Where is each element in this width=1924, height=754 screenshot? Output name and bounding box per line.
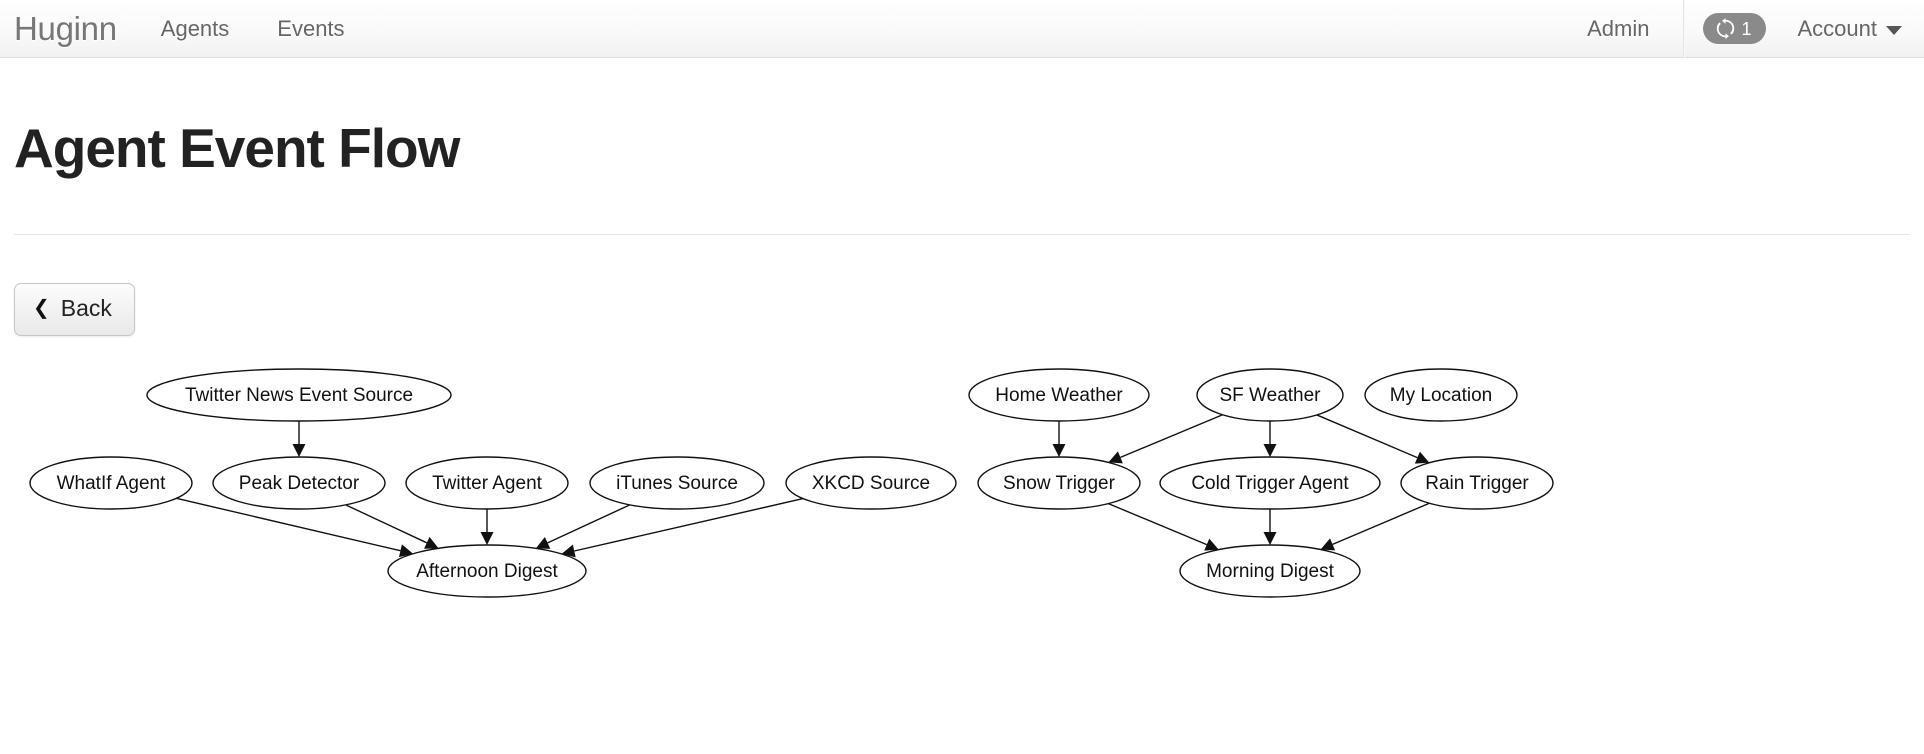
flow-node-label: Twitter News Event Source bbox=[185, 385, 413, 406]
flow-node-label: Morning Digest bbox=[1206, 561, 1334, 582]
account-label: Account bbox=[1797, 15, 1878, 41]
flow-node-rain_trigger[interactable]: Rain Trigger bbox=[1400, 456, 1554, 510]
flow-edge-arrowhead bbox=[1414, 451, 1430, 464]
refresh-icon bbox=[1715, 18, 1736, 39]
flow-edge bbox=[1120, 413, 1223, 458]
flow-diagram-svg: Twitter News Event Source Home Weather SF … bbox=[29, 368, 1554, 598]
flow-node-ellipse bbox=[977, 456, 1141, 510]
flow-node-ellipse bbox=[405, 456, 569, 510]
account-menu[interactable]: Account bbox=[1780, 0, 1924, 58]
flow-edge-arrowhead bbox=[561, 544, 576, 558]
flow-node-label: Afternoon Digest bbox=[416, 561, 558, 582]
nav-link-admin[interactable]: Admin bbox=[1587, 15, 1650, 41]
flow-node-label: iTunes Source bbox=[616, 473, 738, 494]
flow-node-morning_digest[interactable]: Morning Digest bbox=[1179, 544, 1361, 598]
flow-node-label: XKCD Source bbox=[812, 473, 930, 494]
flow-node-label: Twitter Agent bbox=[432, 473, 543, 494]
flow-node-label: Home Weather bbox=[995, 385, 1123, 406]
nav-link-events[interactable]: Events bbox=[277, 15, 345, 41]
flow-node-label: WhatIf Agent bbox=[57, 473, 167, 494]
title-divider bbox=[14, 233, 1910, 235]
flow-node-ellipse bbox=[1364, 368, 1518, 422]
primary-nav: Agents Events bbox=[137, 0, 369, 58]
edge-layer bbox=[176, 413, 1430, 558]
flow-node-whatif_agent[interactable]: WhatIf Agent bbox=[29, 456, 193, 510]
brand-logo[interactable]: Huginn bbox=[14, 9, 117, 47]
flow-node-ellipse bbox=[1159, 456, 1381, 510]
flow-node-cold_trigger[interactable]: Cold Trigger Agent bbox=[1159, 456, 1381, 510]
flow-node-itunes_source[interactable]: iTunes Source bbox=[589, 456, 765, 510]
flow-edge-arrowhead bbox=[1320, 538, 1336, 551]
flow-node-twitter_news_event_source[interactable]: Twitter News Event Source bbox=[146, 368, 452, 422]
flow-edge bbox=[1316, 414, 1418, 459]
flow-node-ellipse bbox=[146, 368, 452, 422]
flow-node-label: Peak Detector bbox=[239, 473, 360, 494]
flow-node-twitter_agent[interactable]: Twitter Agent bbox=[405, 456, 569, 510]
flow-node-ellipse bbox=[589, 456, 765, 510]
flow-node-home_weather[interactable]: Home Weather bbox=[968, 368, 1150, 422]
flow-node-ellipse bbox=[1400, 456, 1554, 510]
flow-node-ellipse bbox=[212, 456, 386, 510]
flow-node-label: Snow Trigger bbox=[1003, 473, 1116, 494]
nav-link-agents[interactable]: Agents bbox=[160, 15, 230, 41]
flow-edge-arrowhead bbox=[535, 536, 551, 549]
flow-node-ellipse bbox=[1179, 544, 1361, 598]
top-navbar: Huginn Agents Events Admin 1 Account bbox=[0, 0, 1924, 58]
flow-node-xkcd_source[interactable]: XKCD Source bbox=[785, 456, 957, 510]
flow-edge bbox=[176, 497, 401, 552]
nav-divider bbox=[1683, 0, 1686, 58]
flow-node-label: Cold Trigger Agent bbox=[1191, 473, 1349, 494]
flow-node-peak_detector[interactable]: Peak Detector bbox=[212, 456, 386, 510]
flow-node-snow_trigger[interactable]: Snow Trigger bbox=[977, 456, 1141, 510]
flow-edge bbox=[547, 503, 631, 544]
flow-node-label: Rain Trigger bbox=[1425, 473, 1529, 494]
flow-edge-arrowhead bbox=[1263, 443, 1277, 457]
flow-node-ellipse bbox=[785, 456, 957, 510]
flow-edge bbox=[574, 497, 804, 552]
flow-node-sf_weather[interactable]: SF Weather bbox=[1196, 368, 1344, 422]
secondary-nav: Admin 1 Account bbox=[1557, 0, 1924, 58]
back-button[interactable]: ❮ Back bbox=[14, 282, 135, 336]
flow-node-ellipse bbox=[29, 456, 193, 510]
flow-edge bbox=[1108, 502, 1208, 546]
flow-edge-arrowhead bbox=[1263, 531, 1277, 545]
flow-edge-arrowhead bbox=[1052, 443, 1066, 457]
flow-node-ellipse bbox=[387, 544, 587, 598]
flow-node-my_location[interactable]: My Location bbox=[1364, 368, 1518, 422]
flow-node-afternoon_digest[interactable]: Afternoon Digest bbox=[387, 544, 587, 598]
flow-edge bbox=[345, 503, 428, 544]
flow-node-label: My Location bbox=[1390, 385, 1492, 406]
flow-edge-arrowhead bbox=[398, 544, 414, 557]
page-container: Agent Event Flow ❮ Back Twitter News Eve… bbox=[0, 117, 1924, 660]
chevron-down-icon bbox=[1886, 26, 1902, 35]
back-button-label: Back bbox=[60, 294, 112, 321]
worker-status-badge[interactable]: 1 bbox=[1703, 13, 1766, 44]
flow-edge-arrowhead bbox=[1108, 451, 1123, 464]
flow-edge-arrowhead bbox=[480, 531, 494, 545]
worker-count: 1 bbox=[1741, 18, 1752, 39]
agent-event-flow-graph: Twitter News Event Source Home Weather SF … bbox=[14, 360, 1910, 660]
worker-status-wrap: 1 bbox=[1689, 13, 1779, 44]
flow-edge bbox=[1332, 502, 1430, 545]
flow-edge-arrowhead bbox=[424, 536, 439, 549]
page-title: Agent Event Flow bbox=[14, 117, 460, 179]
chevron-left-icon: ❮ bbox=[33, 297, 50, 320]
flow-edge-arrowhead bbox=[292, 443, 306, 457]
flow-edge-arrowhead bbox=[1204, 538, 1219, 551]
flow-node-label: SF Weather bbox=[1219, 385, 1321, 406]
flow-node-ellipse bbox=[1196, 368, 1344, 422]
flow-node-ellipse bbox=[968, 368, 1150, 422]
